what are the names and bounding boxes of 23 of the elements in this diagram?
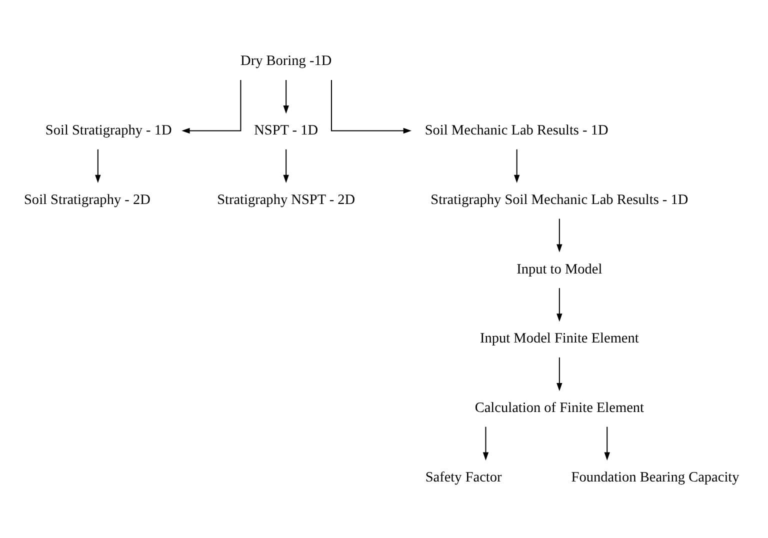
node-text: Input Model Finite Element — [480, 330, 639, 346]
arrow — [556, 356, 562, 391]
node-text: Stratigraphy NSPT - 2D — [217, 191, 356, 208]
arrow — [283, 148, 289, 183]
node-text: NSPT - 1D — [254, 122, 318, 138]
node-text: Dry Boring -1D — [240, 52, 332, 69]
arrow — [330, 80, 412, 134]
arrow — [604, 426, 610, 460]
arrow — [283, 80, 289, 114]
node-text: Stratigraphy Soil Mechanic Lab Results - 1D — [430, 191, 688, 208]
node-text: Soil Stratigraphy - 1D — [45, 122, 172, 138]
arrow — [95, 148, 101, 183]
node-text: Input to Model — [516, 260, 602, 277]
arrow — [556, 288, 562, 322]
node-text: Safety Factor — [425, 468, 502, 485]
arrow — [482, 426, 489, 460]
arrow — [182, 80, 242, 134]
arrow — [514, 148, 520, 183]
arrow — [556, 218, 562, 252]
node-text: Foundation Bearing Capacity — [571, 468, 740, 485]
node-text: Soil Mechanic Lab Results - 1D — [424, 122, 608, 138]
node-text: Calculation of Finite Element — [474, 399, 644, 416]
node-text: Soil Stratigraphy - 2D — [24, 191, 150, 208]
